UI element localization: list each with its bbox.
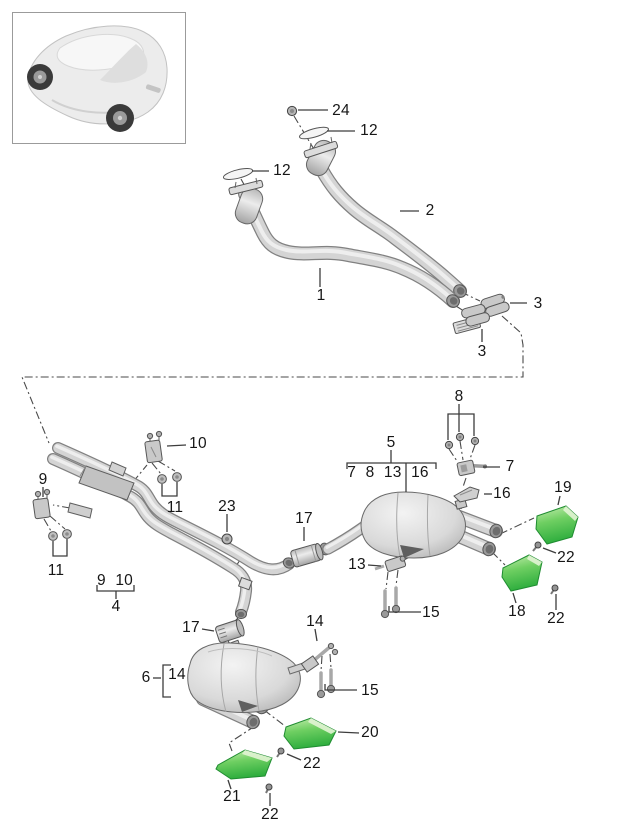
nut-24 <box>286 105 298 117</box>
part-label-3[interactable]: 3 <box>477 343 487 360</box>
exhaust-tip-21-highlight[interactable] <box>215 749 273 780</box>
pipe-tab-bracket <box>237 576 253 591</box>
hanger-bracket-13 <box>374 555 407 572</box>
part-label-14[interactable]: 14 <box>306 613 324 630</box>
part-label-22[interactable]: 22 <box>303 755 321 772</box>
part-label-19[interactable]: 19 <box>554 479 572 496</box>
part-label-8[interactable]: 8 <box>454 388 464 405</box>
part-label-3[interactable]: 3 <box>533 295 543 312</box>
gasket-12-left <box>222 168 254 180</box>
clamp-3-lower <box>452 304 490 334</box>
clamp-3-upper <box>480 293 510 317</box>
part-label-15[interactable]: 15 <box>361 682 379 699</box>
part-label-10[interactable]: 10 <box>189 435 207 452</box>
bolts-15-right <box>380 586 401 619</box>
hanger-bracket-9 <box>32 488 51 520</box>
part-label-4[interactable]: 4 <box>111 598 121 615</box>
tip-screw-22-a <box>532 541 542 552</box>
rear-muffler-left-assembly-6 <box>187 619 339 730</box>
hanger-bracket-10 <box>144 430 163 464</box>
exhaust-pipe-1 <box>238 187 460 308</box>
tip-screw-22-c <box>276 747 285 758</box>
bolts-15-left <box>316 668 336 699</box>
part-label-9-10[interactable]: 9 10 <box>97 572 133 589</box>
part-label-1[interactable]: 1 <box>316 287 326 304</box>
part-label-11[interactable]: 11 <box>166 499 184 516</box>
mount-nuts-11-right <box>157 472 182 484</box>
pipe-4-upper <box>52 442 296 576</box>
part-label-17[interactable]: 17 <box>182 619 200 636</box>
exhaust-pipe-2 <box>315 163 467 298</box>
highlighted-parts <box>215 505 579 794</box>
part-label-22[interactable]: 22 <box>547 610 565 627</box>
tip-screw-22-d <box>265 783 273 794</box>
nuts-8 <box>444 432 480 450</box>
gasket-12-right <box>299 126 329 140</box>
leader-lines <box>42 109 561 806</box>
clamp-17-lower <box>215 619 245 644</box>
pipe-support-bracket <box>78 461 135 501</box>
lower-support-bracket <box>67 502 93 519</box>
part-label-18[interactable]: 18 <box>508 603 526 620</box>
part-label-6[interactable]: 6 <box>141 669 151 686</box>
muffler-body-right <box>360 491 468 559</box>
part-label-24[interactable]: 24 <box>332 102 350 119</box>
front-silencer-pipe-assembly-4 <box>32 430 296 620</box>
part-label-12[interactable]: 12 <box>273 162 291 179</box>
part-label-13[interactable]: 13 <box>348 556 366 573</box>
part-label-11[interactable]: 11 <box>47 562 65 579</box>
part-label-17[interactable]: 17 <box>295 510 313 527</box>
part-label-9[interactable]: 9 <box>38 471 48 488</box>
part-label-16[interactable]: 16 <box>493 485 511 502</box>
hanger-bracket-14 <box>300 642 339 673</box>
part-label-12[interactable]: 12 <box>360 122 378 139</box>
vehicle-thumbnail <box>12 12 186 144</box>
catalytic-converter-left <box>228 177 264 225</box>
bracket-16 <box>453 486 480 503</box>
part-label-14[interactable]: 14 <box>168 666 186 683</box>
tip-screw-22-b <box>550 584 559 595</box>
part-label-15[interactable]: 15 <box>422 604 440 621</box>
exhaust-tip-19-highlight[interactable] <box>535 505 579 545</box>
nut-23 <box>221 533 233 545</box>
exhaust-tip-18-highlight[interactable] <box>501 554 543 592</box>
part-label-2[interactable]: 2 <box>425 202 435 219</box>
muffler-body-left <box>187 639 309 713</box>
front-pipe-assembly <box>222 105 510 334</box>
part-label-22[interactable]: 22 <box>557 549 575 566</box>
exhaust-tip-20-highlight[interactable] <box>283 717 337 750</box>
part-label-5[interactable]: 5 <box>386 434 396 451</box>
part-label-7[interactable]: 7 <box>505 458 515 475</box>
rear-muffler-right-assembly-5 <box>360 432 503 619</box>
part-label-21[interactable]: 21 <box>223 788 241 805</box>
part-label-22[interactable]: 22 <box>261 806 279 823</box>
catalytic-converter-right <box>303 136 339 177</box>
part-label-20[interactable]: 20 <box>361 724 379 741</box>
part-label-23[interactable]: 23 <box>218 498 236 515</box>
mount-nuts-11-left <box>48 529 72 541</box>
part-label-7-8-13-16[interactable]: 7 8 13 16 <box>347 464 429 481</box>
